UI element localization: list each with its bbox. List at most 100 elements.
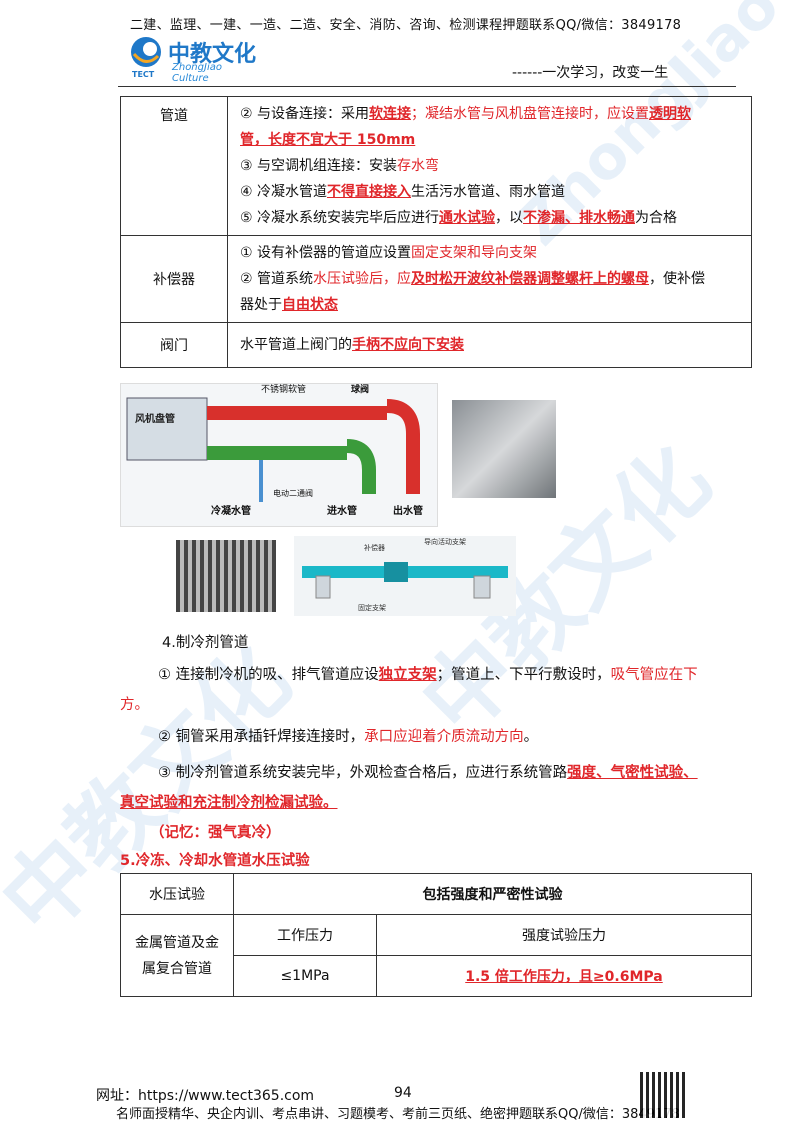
text-run: 存水弯 bbox=[397, 158, 440, 174]
t2-header-value: 包括强度和严密性试验 bbox=[233, 873, 752, 915]
text-run: 软连接 bbox=[369, 106, 412, 122]
compensator-diagram: 补偿器 导向活动支架 固定支架 bbox=[294, 536, 516, 616]
text-run: ，使补偿 bbox=[649, 271, 706, 287]
text-run: ② 铜管采用承插钎焊接连接时， bbox=[158, 729, 365, 745]
section4-p3: ③ 制冷剂管道系统安装完毕，外观检查合格后，应进行系统管路强度、气密性试验、 bbox=[158, 758, 698, 789]
logo: 中教文化 ZhongJiao Culture TECT bbox=[128, 34, 258, 84]
row-label: 阀门 bbox=[120, 322, 228, 368]
header-contact: 二建、监理、一建、一造、二造、安全、消防、咨询、检测课程押题联系QQ/微信：38… bbox=[130, 18, 682, 33]
label-in: 进水管 bbox=[327, 504, 357, 517]
text-run: ③ 制冷剂管道系统安装完毕，外观检查合格后，应进行系统管路 bbox=[158, 765, 568, 781]
memo: （记忆：强气真冷） bbox=[150, 825, 281, 841]
text-run: 手柄不应向下安装 bbox=[352, 337, 464, 353]
text-run: 及时松开波纹补偿器调整螺杆上的螺母 bbox=[411, 271, 650, 287]
label-valve: 球阀 bbox=[351, 384, 369, 395]
page-number: 94 bbox=[394, 1085, 412, 1101]
green-pipe bbox=[207, 446, 347, 460]
text-run: ① 设有补偿器的管道应设置 bbox=[240, 245, 412, 261]
t2-work-value: ≤1MPa bbox=[233, 955, 377, 997]
label-fix: 补偿器 bbox=[364, 543, 385, 552]
table-row: 阀门水平管道上阀门的手柄不应向下安装 bbox=[120, 322, 752, 368]
row-line: 器处于自由状态 bbox=[240, 292, 741, 318]
text-run: 。 bbox=[523, 729, 539, 745]
text-run: 固定支架和导向支架 bbox=[411, 245, 538, 261]
label-2way: 电动二通阀 bbox=[273, 488, 313, 498]
row-line: ③ 与空调机组连接：安装存水弯 bbox=[240, 153, 741, 179]
piping-svg: 风机盘管 不锈钢软管 球阀 电动二通阀 冷凝水管 进水管 出水管 bbox=[126, 383, 423, 517]
fcu-box bbox=[126, 397, 208, 461]
text-run: 生活污水管道、雨水管道 bbox=[411, 184, 566, 200]
pipe-support-svg: 补偿器 导向活动支架 固定支架 bbox=[302, 537, 508, 612]
footer-url: 网址：https://www.tect365.com bbox=[96, 1088, 315, 1104]
section4-p3b: 真空试验和充注制冷剂检漏试验。 bbox=[120, 788, 338, 819]
text-run: ② 管道系统 bbox=[240, 271, 314, 287]
text-run: 独立支架 bbox=[378, 667, 437, 683]
label-guide: 导向活动支架 bbox=[424, 537, 466, 546]
text-run: 为合格 bbox=[635, 210, 678, 226]
label-hose: 不锈钢软管 bbox=[261, 384, 306, 395]
text-run: 自由状态 bbox=[282, 297, 338, 313]
text-run: ；管道上、下平行敷设时， bbox=[436, 667, 611, 683]
row-label: 补偿器 bbox=[120, 235, 228, 323]
label-fcu: 风机盘管 bbox=[135, 412, 175, 425]
text-run: ③ 与空调机组连接：安装 bbox=[240, 158, 398, 174]
row-label: 管道 bbox=[120, 96, 228, 236]
row-line: ① 设有补偿器的管道应设置固定支架和导向支架 bbox=[240, 240, 741, 266]
text-run: 水平管道上阀门的 bbox=[240, 337, 352, 353]
red-pipe bbox=[207, 406, 387, 420]
row-line: ② 管道系统水压试验后，应及时松开波纹补偿器调整螺杆上的螺母，使补偿 bbox=[240, 266, 741, 292]
section4-title: 4.制冷剂管道 bbox=[162, 635, 249, 651]
text-run: 管，长度不宜大于 150mm bbox=[240, 132, 416, 148]
footer-contact: 名师面授精华、央企内训、考点串讲、习题模考、考前三页纸、绝密押题联系QQ/微信：… bbox=[116, 1107, 680, 1122]
text-run: 不得直接接入 bbox=[327, 184, 412, 200]
logo-icon bbox=[131, 37, 161, 67]
t2-col-work: 工作压力 bbox=[233, 914, 377, 956]
fcu-piping-diagram: 风机盘管 不锈钢软管 球阀 电动二通阀 冷凝水管 进水管 出水管 bbox=[120, 383, 438, 527]
text-run: ④ 冷凝水管道 bbox=[240, 184, 328, 200]
row-line: 水平管道上阀门的手柄不应向下安装 bbox=[240, 332, 741, 358]
t2-col-strength: 强度试验压力 bbox=[376, 914, 752, 956]
section4-p1b: 方。 bbox=[120, 690, 149, 721]
text-run: 器处于 bbox=[240, 297, 282, 313]
logo-text: 中教文化 bbox=[168, 41, 257, 67]
text-run: ；凝结水管与风机盘管连接时，应设置 bbox=[411, 106, 650, 122]
text-run: 水压试验后，应 bbox=[313, 271, 412, 287]
section4-p1: ① 连接制冷机的吸、排气管道应设独立支架；管道上、下平行敷设时，吸气管应在下 bbox=[158, 660, 698, 691]
row-line: ④ 冷凝水管道不得直接接入生活污水管道、雨水管道 bbox=[240, 179, 741, 205]
text-run: 通水试验 bbox=[439, 210, 496, 226]
pressure-test-table: 水压试验 包括强度和严密性试验 金属管道及金属复合管道 工作压力 强度试验压力 … bbox=[120, 873, 752, 997]
t2-row-label: 金属管道及金属复合管道 bbox=[120, 914, 234, 997]
slogan: ------一次学习，改变一生 bbox=[512, 65, 669, 81]
row-line: ⑤ 冷凝水系统安装完毕后应进行通水试验，以不渗漏、排水畅通为合格 bbox=[240, 205, 741, 231]
text-run: ⑤ 冷凝水系统安装完毕后应进行 bbox=[240, 210, 440, 226]
valve-photo bbox=[452, 400, 556, 498]
text-run: ② 与设备连接：采用 bbox=[240, 106, 370, 122]
logo-subtitle: ZhongJiao Culture bbox=[172, 62, 222, 84]
compensator-photo bbox=[176, 540, 276, 612]
section5-title: 5.冷冻、冷却水管道水压试验 bbox=[120, 853, 310, 869]
text-run: ① 连接制冷机的吸、排气管道应设 bbox=[158, 667, 379, 683]
row-body: ② 与设备连接：采用软连接；凝结水管与风机盘管连接时，应设置透明软管，长度不宜大… bbox=[227, 96, 752, 236]
label-fixed: 固定支架 bbox=[358, 603, 386, 612]
qr-code-icon bbox=[640, 1072, 686, 1118]
text-run: ，以 bbox=[495, 210, 524, 226]
header-divider bbox=[118, 86, 736, 87]
section4-p2: ② 铜管采用承插钎焊接连接时，承口应迎着介质流动方向。 bbox=[158, 722, 538, 753]
logo-tect: TECT bbox=[132, 70, 155, 79]
label-cond: 冷凝水管 bbox=[211, 504, 251, 517]
text-run: 吸气管应在下 bbox=[610, 667, 698, 683]
t2-strength-value: 1.5 倍工作压力，且≥0.6MPa bbox=[376, 955, 752, 997]
text-run: 方。 bbox=[120, 697, 149, 713]
text-run: 承口应迎着介质流动方向 bbox=[364, 729, 524, 745]
label-out: 出水管 bbox=[393, 504, 423, 517]
row-line: 管，长度不宜大于 150mm bbox=[240, 127, 741, 153]
row-line: ② 与设备连接：采用软连接；凝结水管与风机盘管连接时，应设置透明软 bbox=[240, 101, 741, 127]
text-run: 透明软 bbox=[649, 106, 692, 122]
row-body: 水平管道上阀门的手柄不应向下安装 bbox=[227, 322, 752, 368]
t2-header-label: 水压试验 bbox=[120, 873, 234, 915]
text-run: 真空试验和充注制冷剂检漏试验。 bbox=[120, 795, 338, 811]
